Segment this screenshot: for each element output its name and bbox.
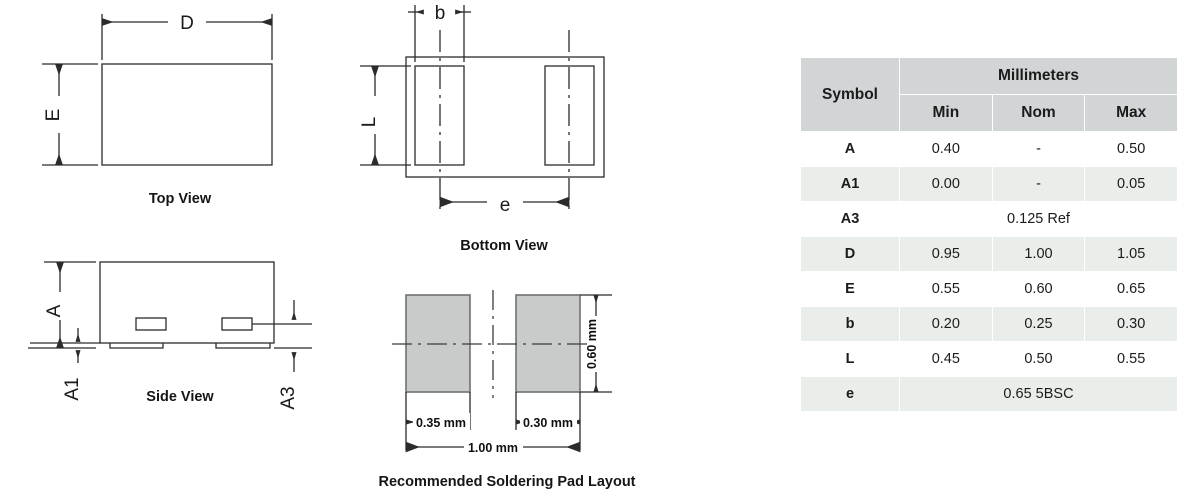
top-view-dim-d-label: D <box>180 13 194 34</box>
top-view-dim-e-label: E <box>43 109 64 122</box>
table-header-row-2: Min Nom Max <box>801 94 1178 132</box>
bottom-view-pad-right <box>544 65 595 166</box>
table-cell-max: 0.50 <box>1084 131 1178 167</box>
table-cell-nom: - <box>991 131 1086 167</box>
table-cell-max: 0.05 <box>1084 166 1178 202</box>
side-view-group <box>28 261 312 372</box>
side-view-dim-a1-label: A1 <box>62 377 83 400</box>
bottom-view-pad-left <box>414 65 465 166</box>
table-cell-symbol: A1 <box>800 166 900 202</box>
table-header-units: Millimeters <box>899 57 1178 95</box>
table-cell-max: 1.05 <box>1084 236 1178 272</box>
pad-dim-bg-3 <box>464 438 523 456</box>
table-header-row-1: Symbol Millimeters <box>800 57 1178 132</box>
table-cell-symbol: A3 <box>800 201 900 237</box>
table-cell-symbol: A <box>800 131 900 167</box>
top-view-group <box>42 14 273 166</box>
bottom-view-dim-e-label: e <box>500 195 511 216</box>
table-cell-max: 0.65 <box>1084 271 1178 307</box>
bottom-view-dim-l-label: L <box>359 117 380 128</box>
table-cell-span-value: 0.125 Ref <box>899 201 1178 237</box>
dimension-table-head: Symbol Millimeters Min Nom Max <box>800 57 1178 132</box>
table-header-min: Min <box>899 94 993 132</box>
table-cell-min: 0.95 <box>899 236 993 272</box>
table-cell-max: 0.55 <box>1084 341 1178 377</box>
table-cell-symbol: D <box>800 236 900 272</box>
bottom-view-centerlines <box>439 30 570 212</box>
pad-layout-dim-total-width-label: 1.00 mm <box>468 441 518 455</box>
table-cell-symbol: b <box>800 306 900 342</box>
table-header-nom: Nom <box>991 94 1086 132</box>
table-header-symbol: Symbol <box>800 57 900 132</box>
bottom-view-group <box>360 5 605 212</box>
side-view-body-outline <box>99 261 275 344</box>
table-cell-nom: 0.25 <box>991 306 1086 342</box>
pad-dim-bg-4 <box>587 316 605 372</box>
pad-dim-bg-1 <box>413 413 470 431</box>
table-cell-symbol: L <box>800 341 900 377</box>
pad-dim-bg-2 <box>520 413 577 431</box>
table-cell-nom: 1.00 <box>991 236 1086 272</box>
pad-layout-caption: Recommended Soldering Pad Layout <box>378 474 635 490</box>
table-cell-nom: 0.60 <box>991 271 1086 307</box>
table-cell-nom: - <box>991 166 1086 202</box>
side-view-dim-a3-label: A3 <box>278 386 299 409</box>
table-header-max: Max <box>1084 94 1178 132</box>
table-cell-max: 0.30 <box>1084 306 1178 342</box>
side-view-caption: Side View <box>146 389 214 405</box>
pad-layout-group <box>392 290 612 453</box>
top-view-body-outline <box>101 63 273 166</box>
top-view-caption: Top View <box>149 191 212 207</box>
side-view-terminal-mark-right <box>221 317 253 331</box>
pad-layout-dim-gap-label: 0.30 mm <box>523 416 573 430</box>
side-view-foot-left <box>109 343 164 349</box>
side-view-dim-a-label: A <box>44 304 65 317</box>
table-cell-min: 0.45 <box>899 341 993 377</box>
table-cell-nom: 0.50 <box>991 341 1086 377</box>
package-outline-drawings: D E b L e A A1 A3 0.35 mm 0.30 mm 1.00 m… <box>28 3 636 490</box>
side-view-terminal-mark-left <box>135 317 167 331</box>
bottom-view-dim-b-label: b <box>435 3 446 24</box>
bottom-view-caption: Bottom View <box>460 238 548 254</box>
package-drawing-area: D E b L e A A1 A3 0.35 mm 0.30 mm 1.00 m… <box>28 3 636 490</box>
pad-layout-dim-pad-height-label: 0.60 mm <box>585 319 599 369</box>
pad-layout-dim-pad-width-label: 0.35 mm <box>416 416 466 430</box>
table-cell-symbol: e <box>800 376 900 412</box>
table-cell-min: 0.00 <box>899 166 993 202</box>
table-cell-span-value: 0.65 5BSC <box>899 376 1178 412</box>
bottom-view-body-outline <box>405 56 605 178</box>
table-cell-min: 0.20 <box>899 306 993 342</box>
table-cell-min: 0.40 <box>899 131 993 167</box>
side-view-foot-right <box>215 343 271 349</box>
table-cell-min: 0.55 <box>899 271 993 307</box>
table-cell-symbol: E <box>800 271 900 307</box>
